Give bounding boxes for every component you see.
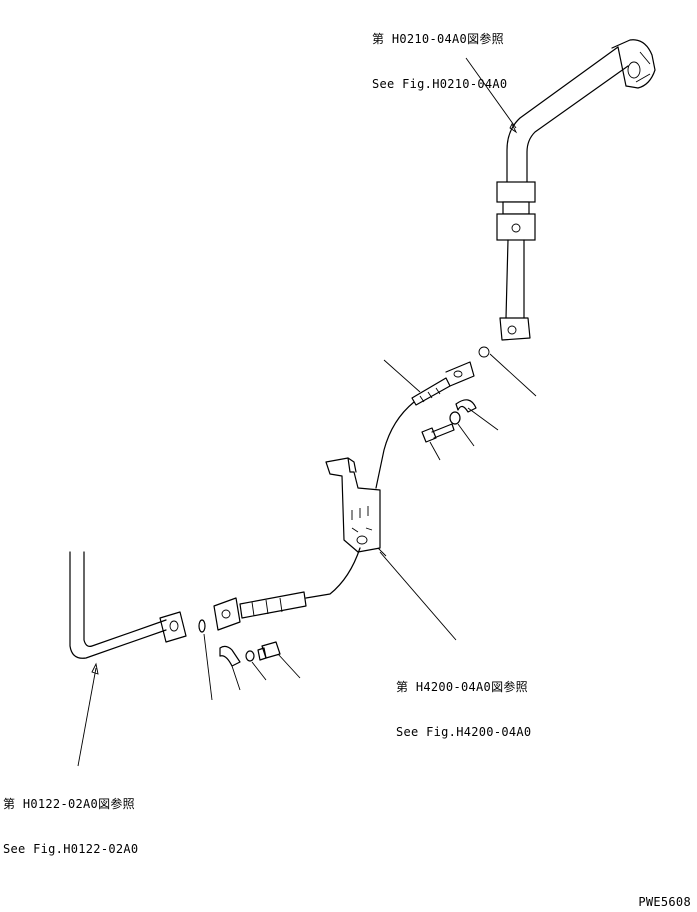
upper-split-flange — [455, 399, 499, 431]
reference-middle: 第 H4200-04A0図参照 See Fig.H4200-04A0 — [396, 650, 531, 770]
upper-hose-fitting — [383, 359, 475, 406]
upper-bolt — [421, 423, 455, 461]
o-ring — [198, 619, 213, 701]
reference-middle-en: See Fig.H4200-04A0 — [396, 725, 532, 739]
lower-split-flange — [219, 645, 241, 691]
reference-top-en: See Fig.H0210-04A0 — [372, 77, 508, 91]
pipe-clamp — [496, 181, 536, 241]
lower-pipe — [478, 239, 531, 358]
reference-left: 第 H0122-02A0図参照 See Fig.H0122-02A0 — [3, 767, 138, 887]
reference-top-jp: 第 H0210-04A0図参照 — [372, 32, 504, 46]
upper-washer — [449, 411, 475, 447]
lower-bolt — [257, 641, 301, 679]
bracket — [325, 457, 381, 553]
lower-hose-fitting — [213, 591, 307, 631]
lower-washer — [245, 650, 267, 681]
left-pipe — [69, 551, 187, 659]
reference-middle-jp: 第 H4200-04A0図参照 — [396, 680, 528, 694]
reference-top: 第 H0210-04A0図参照 See Fig.H0210-04A0 — [372, 2, 507, 122]
reference-left-en: See Fig.H0122-02A0 — [3, 842, 139, 856]
drawing-code: PWE5608 — [638, 895, 691, 909]
upper-pipe — [506, 39, 656, 187]
reference-left-jp: 第 H0122-02A0図参照 — [3, 797, 135, 811]
